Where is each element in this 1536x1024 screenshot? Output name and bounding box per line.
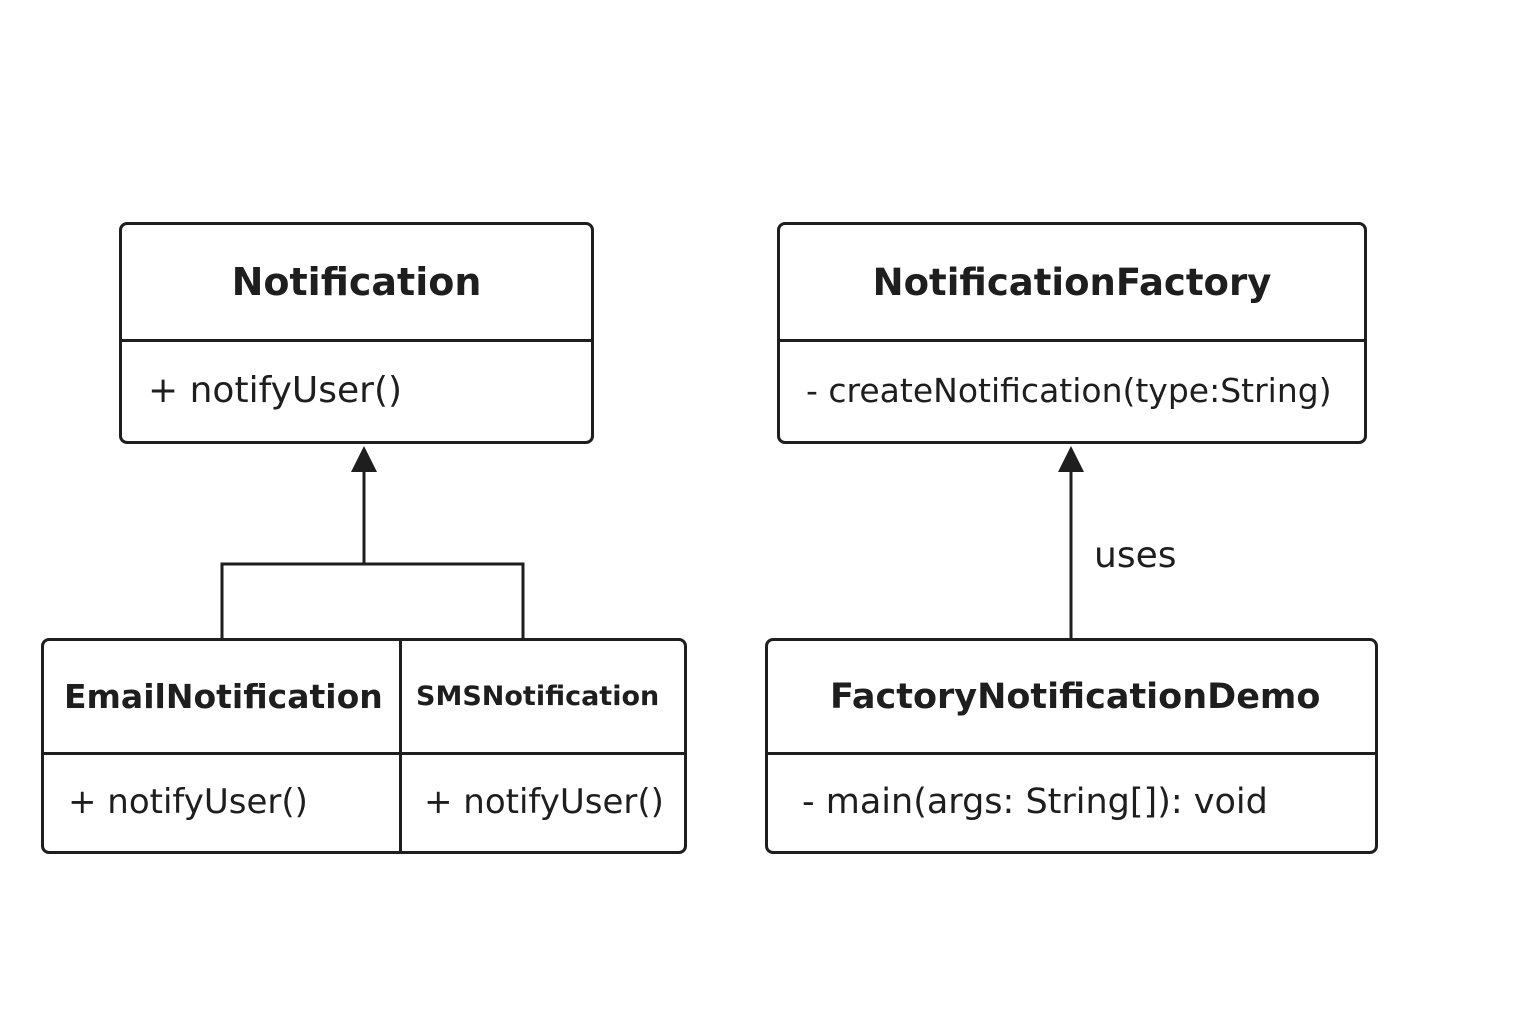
operation-notify-user: + notifyUser() bbox=[148, 369, 403, 411]
operation-sms-notify-user: + notifyUser() bbox=[424, 781, 664, 822]
class-notification: Notification + notifyUser() bbox=[119, 222, 594, 444]
inheritance-branch-line bbox=[220, 562, 525, 640]
class-sms-notification: SMSNotification + notifyUser() bbox=[399, 638, 687, 854]
operation-main: - main(args: String[]): void bbox=[802, 781, 1268, 822]
class-name-factory-notification-demo: FactoryNotificationDemo bbox=[768, 641, 1375, 755]
operation-create-notification: - createNotification(type:String) bbox=[806, 370, 1332, 410]
operation-email-notify-user: + notifyUser() bbox=[68, 781, 308, 822]
class-email-notification: EmailNotification + notifyUser() bbox=[41, 638, 402, 854]
class-name-notification: Notification bbox=[122, 225, 591, 342]
uses-arrowhead bbox=[1058, 446, 1084, 472]
class-name-notification-factory: NotificationFactory bbox=[780, 225, 1364, 342]
class-name-email-notification: EmailNotification bbox=[44, 641, 399, 755]
class-notification-factory: NotificationFactory - createNotification… bbox=[777, 222, 1367, 444]
class-name-sms-notification: SMSNotification bbox=[402, 641, 684, 755]
uses-label: uses bbox=[1094, 535, 1177, 576]
class-factory-notification-demo: FactoryNotificationDemo - main(args: Str… bbox=[765, 638, 1378, 854]
inheritance-arrowhead bbox=[351, 446, 377, 472]
